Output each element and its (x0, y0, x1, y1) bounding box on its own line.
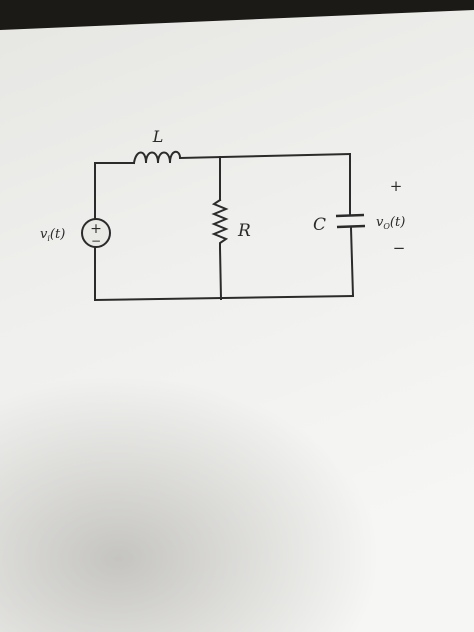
capacitor-plate-bottom (336, 224, 366, 229)
capacitor-label: C (313, 215, 326, 235)
source-plus-sign: + (90, 221, 102, 237)
source-minus-sign: − (91, 234, 101, 248)
output-plus-sign: + (390, 177, 403, 195)
inductor-symbol (132, 150, 182, 165)
output-minus-sign: − (393, 239, 406, 257)
wire-top-right (178, 152, 352, 160)
output-voltage-label: vO(t) (376, 215, 405, 231)
wire-bottom (93, 294, 355, 302)
wire-resistor-bottom (218, 246, 223, 301)
voltage-source-symbol (81, 218, 111, 248)
wire-capacitor-bottom (349, 226, 355, 298)
circuit-diagram: + − L R C vi(t) vO(t) + − (40, 127, 406, 302)
resistor-label: R (237, 221, 251, 241)
resistor-symbol (211, 198, 229, 249)
paper-shadow (0, 300, 474, 632)
source-voltage-label: vi(t) (40, 227, 65, 243)
inductor-label: L (152, 127, 164, 146)
capacitor-plate-top (335, 213, 365, 218)
